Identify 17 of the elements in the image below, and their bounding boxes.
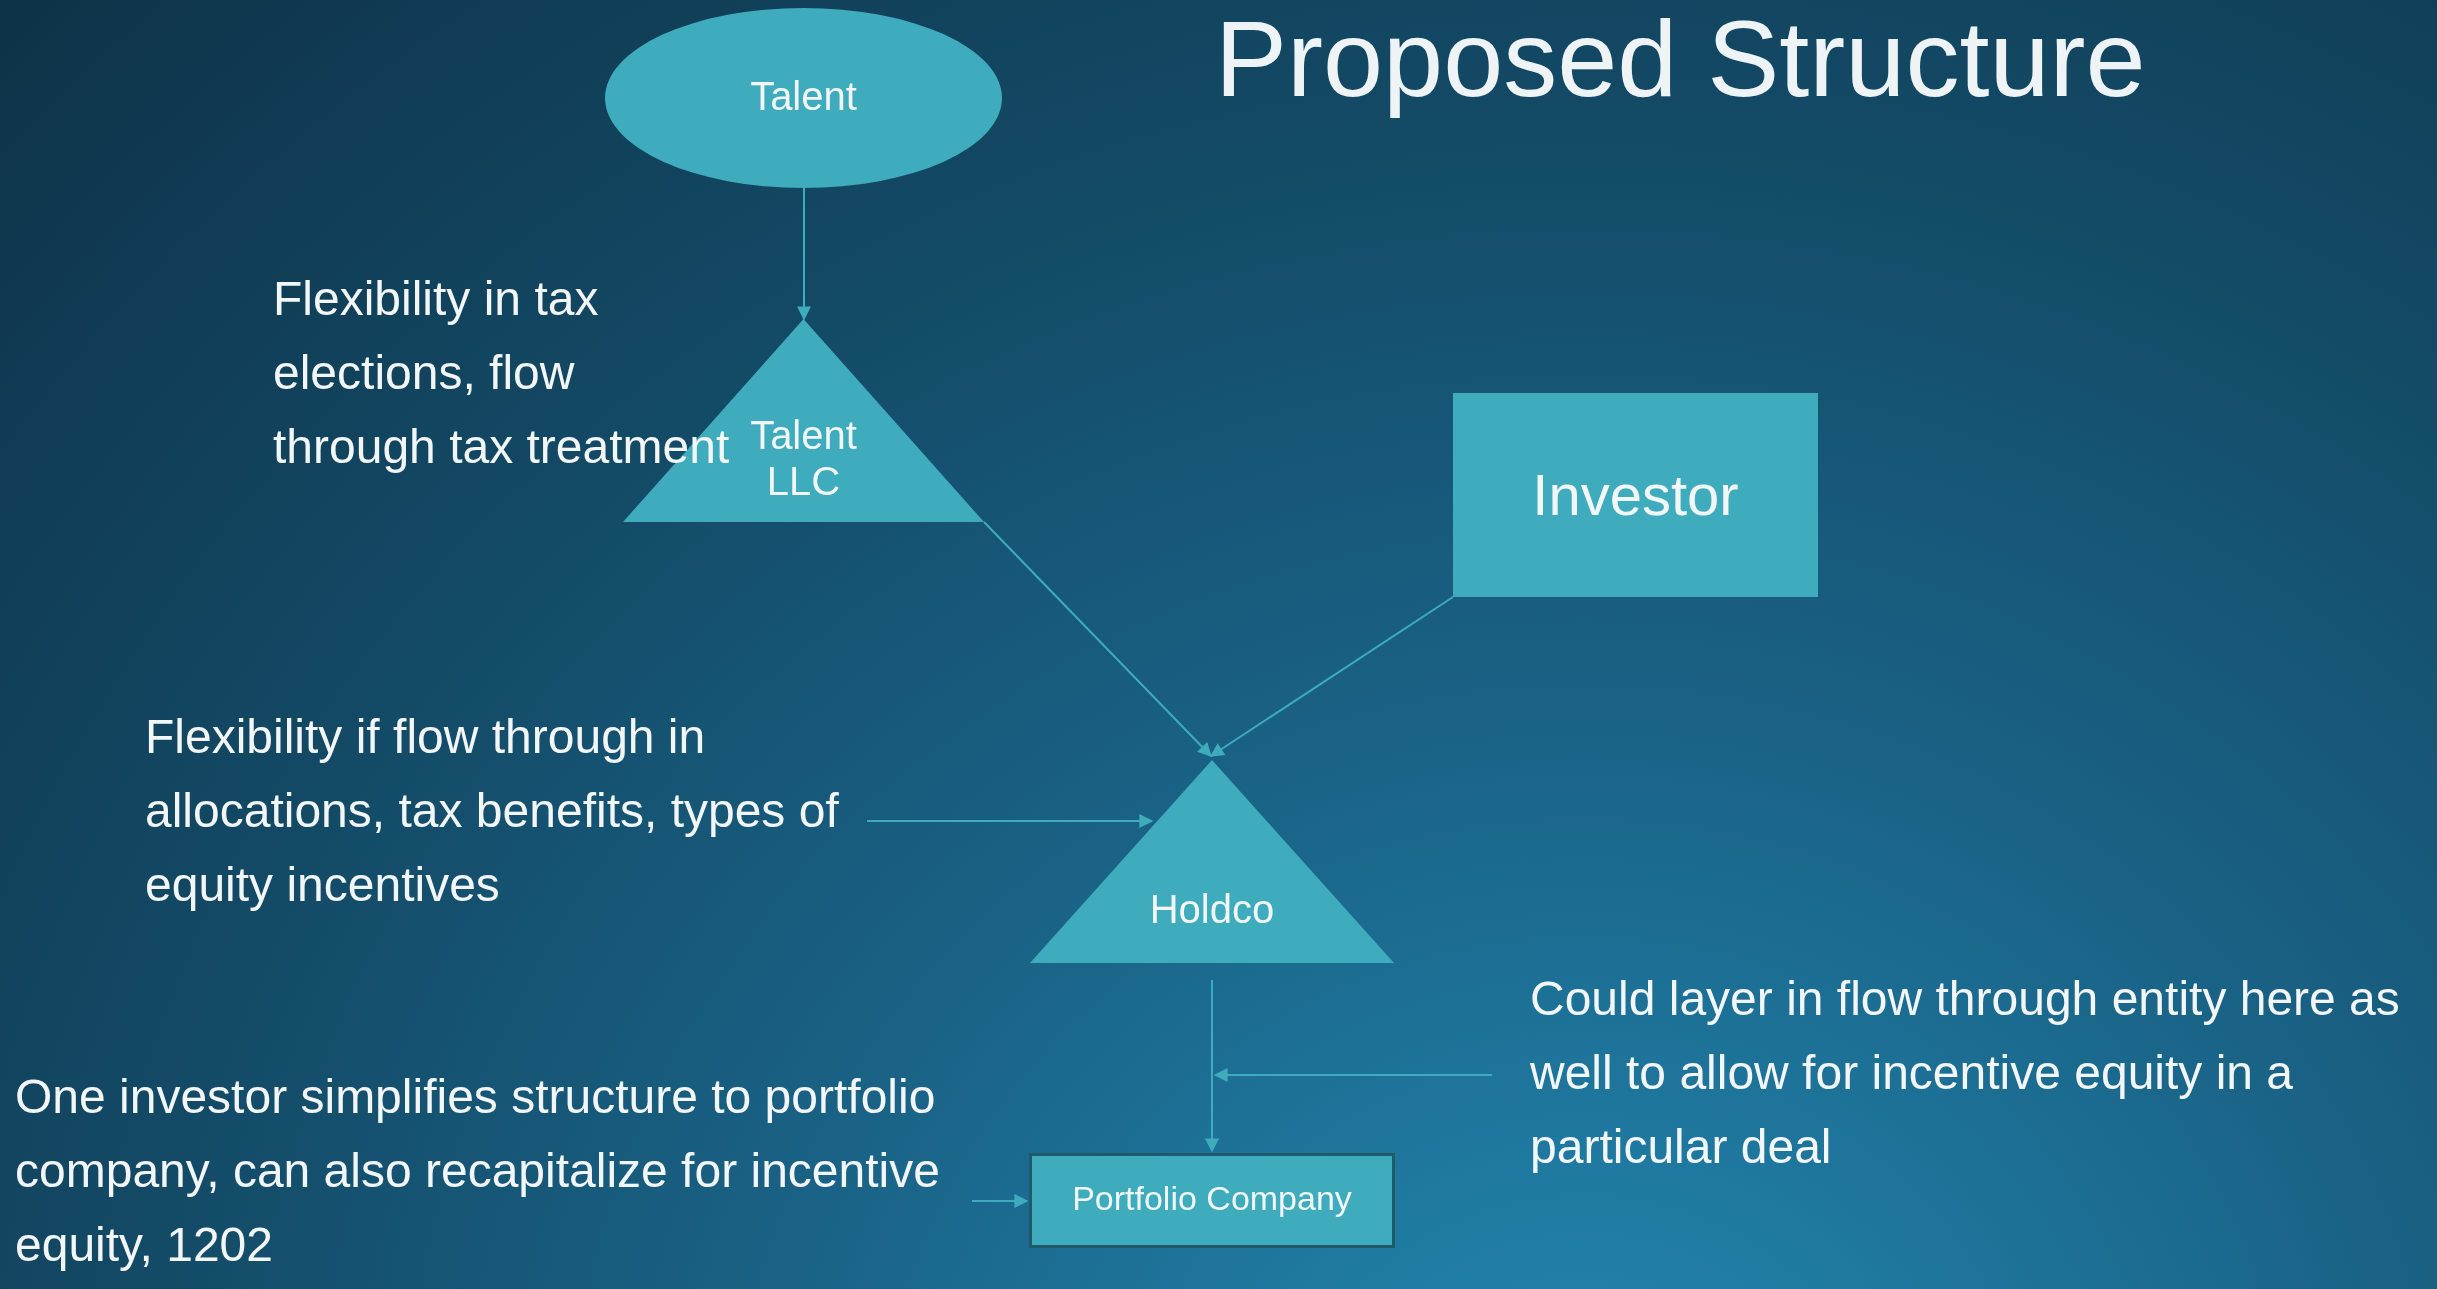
note-text: Flexibility in tax elections, flow through tax treatment — [273, 271, 731, 475]
arrow — [1209, 596, 1454, 757]
arrow — [866, 814, 1154, 828]
arrow — [1213, 1068, 1493, 1082]
arrow — [971, 1194, 1029, 1208]
note-text: Could layer in flow through entity here as well to allow for incentive equity in a particular deal — [1530, 962, 2420, 1184]
note-text: Flexibility if flow through in allocations, tax benefits, types of equity incentives — [145, 700, 860, 922]
node-label: Holdco — [1148, 885, 1276, 932]
arrow — [797, 187, 811, 321]
arrow — [983, 521, 1212, 757]
node-label: Talent — [749, 72, 858, 119]
slide-title: Proposed Structure — [1215, 0, 2146, 119]
note-text: One investor simplifies structure to portfolio company, can also recapitalize for incentive equity, 1202 — [15, 1060, 965, 1282]
arrow — [1205, 979, 1219, 1153]
node-label: Investor — [1531, 462, 1740, 530]
node-label: Talent LLC — [749, 412, 858, 505]
node-label: Portfolio Company — [1071, 1178, 1353, 1218]
